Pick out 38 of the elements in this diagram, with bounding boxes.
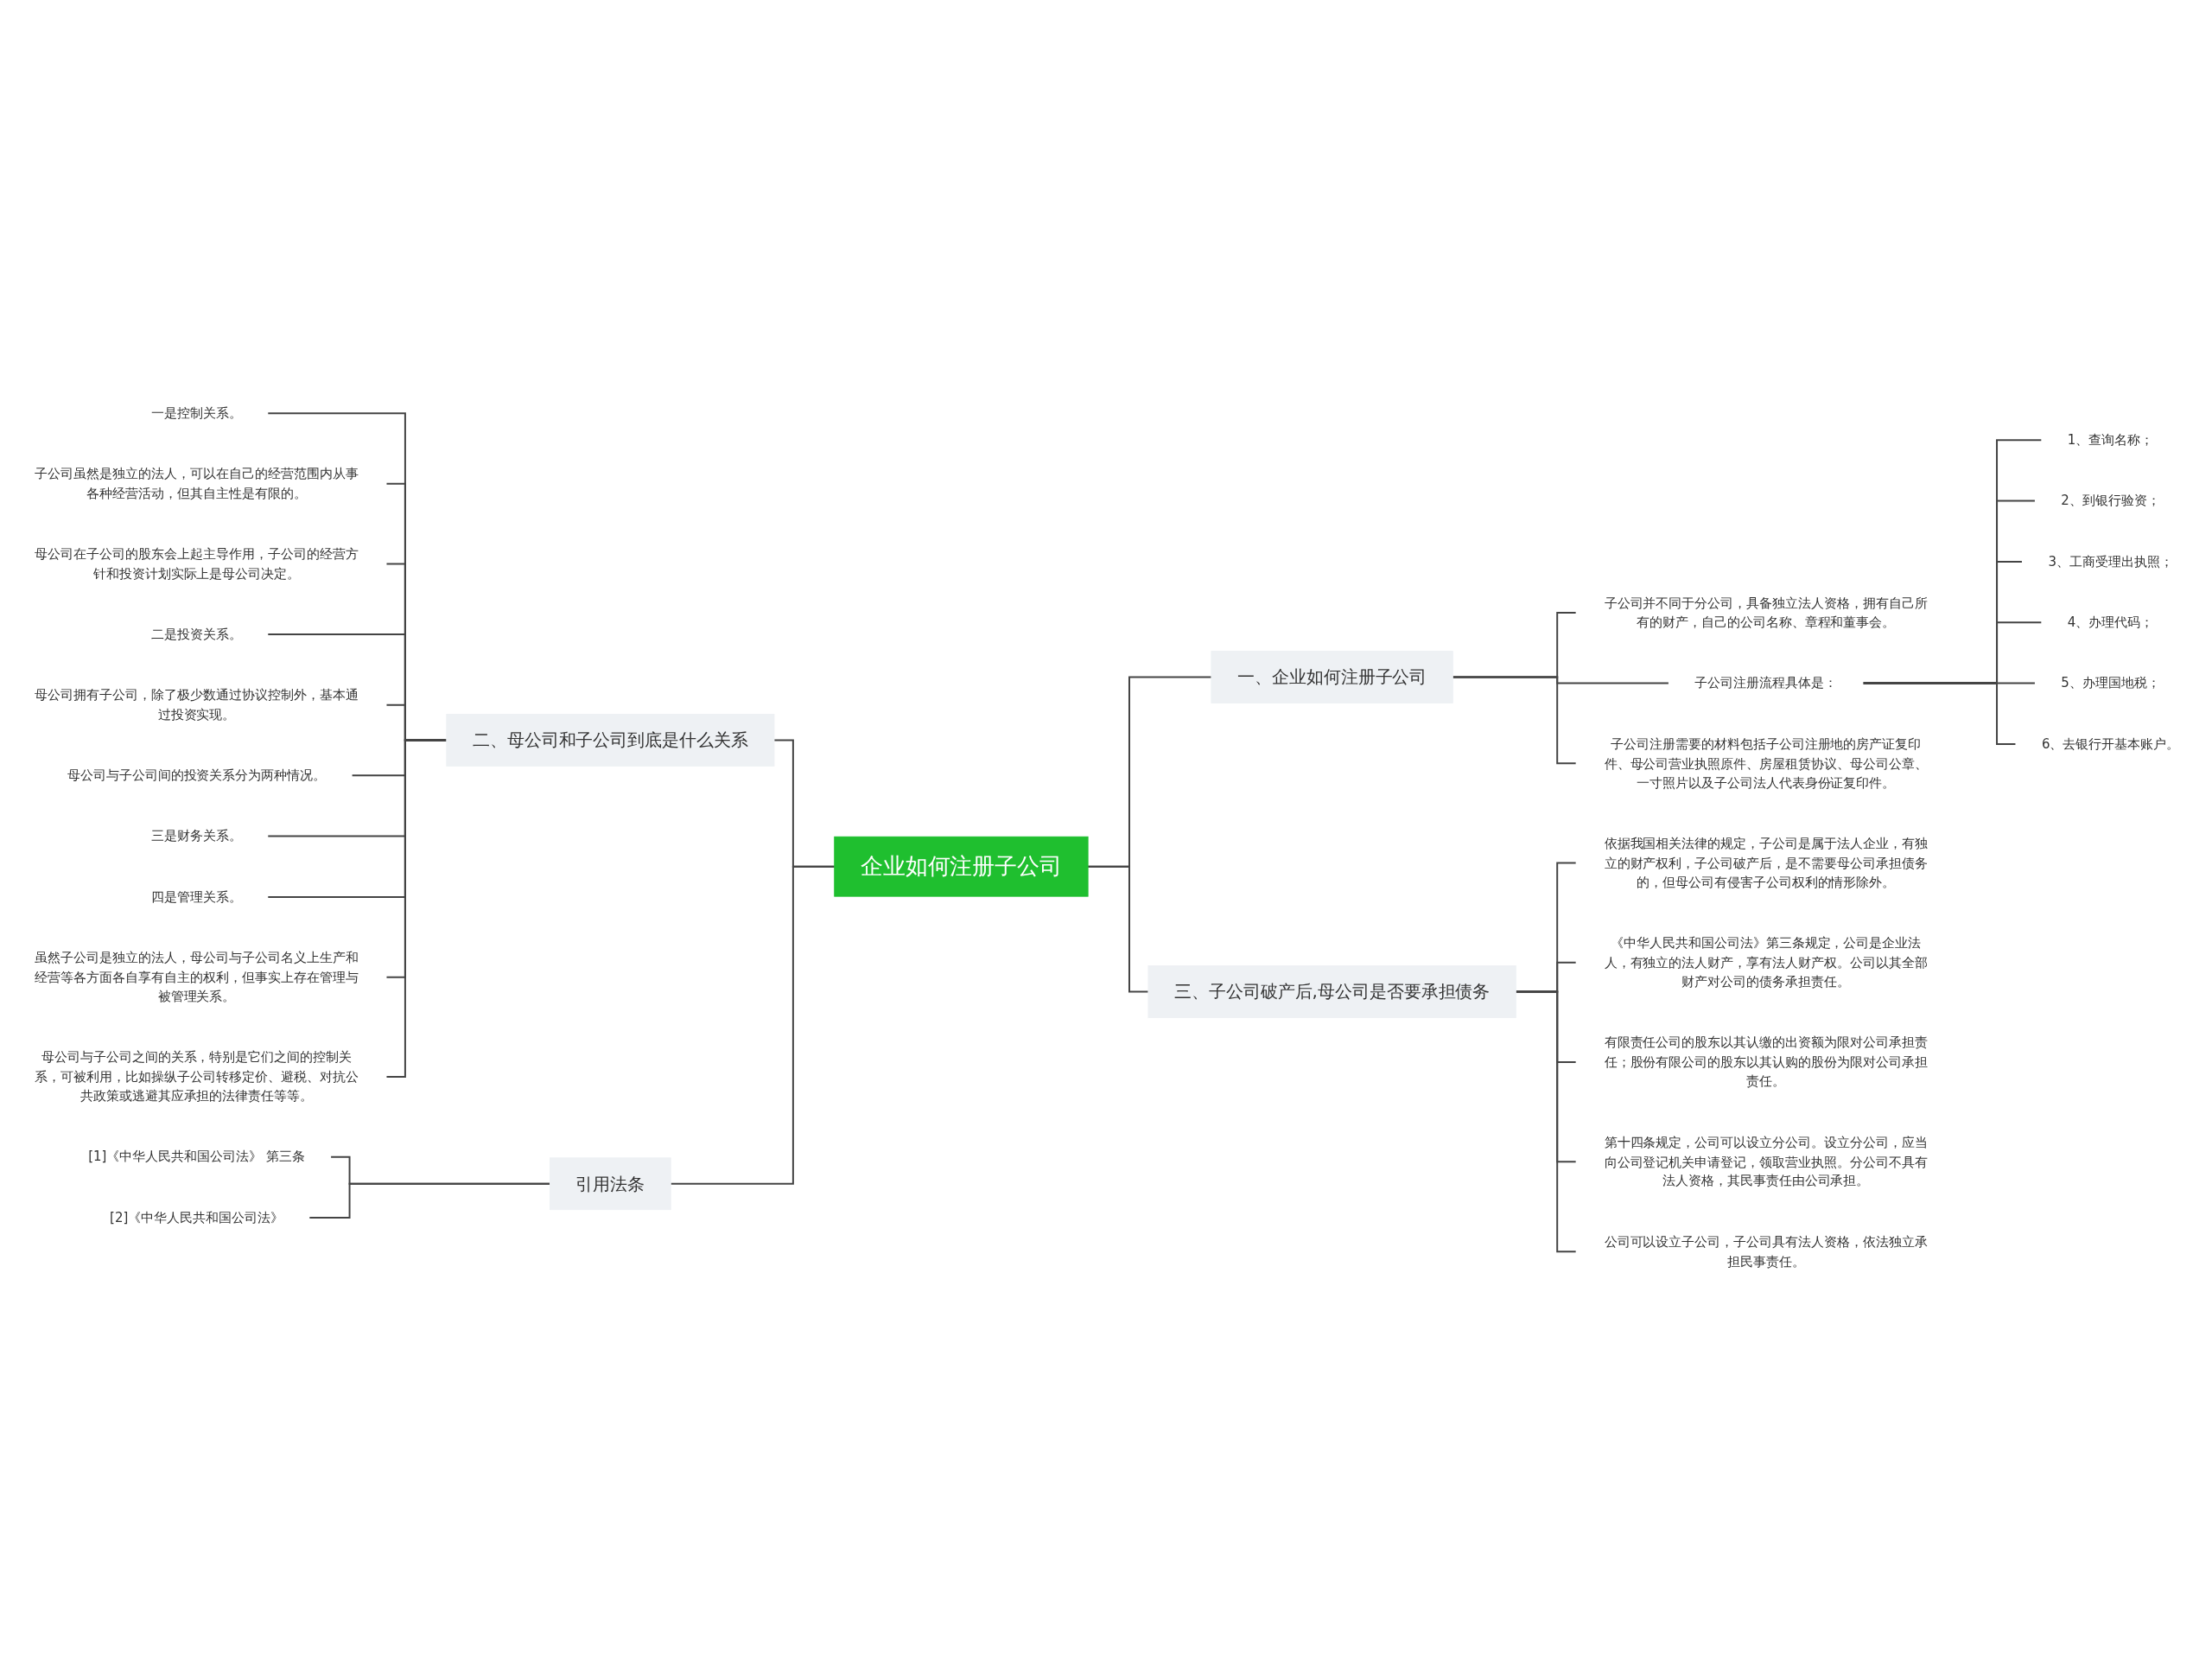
node-text: 依据我国相关法律的规定，子公司是属于法人企业，有独立的财产权利，子公司破产后，是不需要母公司承担债务的，但母公司有侵害子公司权利的情形除外。 xyxy=(1604,835,1928,890)
connector xyxy=(308,1182,551,1219)
node-text: 母公司与子公司间的投资关系分为两种情况。 xyxy=(67,767,327,783)
node-text: 母公司与子公司之间的关系，特别是它们之间的控制关系，可被利用，比如操纵子公司转移定价、避税、对抗公共政策或逃避其应承担的法律责任等等。 xyxy=(35,1048,359,1104)
node-text: 母公司拥有子公司，除了极少数通过协议控制外，基本通过投资实现。 xyxy=(35,686,359,722)
connector xyxy=(670,865,836,1185)
node-text: 1、查询名称； xyxy=(2067,431,2154,448)
node-text: [2]《中华人民共和国公司法》 xyxy=(110,1209,283,1225)
node-text: 2、到银行验资； xyxy=(2061,492,2160,508)
node-text: 三是财务关系。 xyxy=(151,827,242,843)
node-text: 四是管理关系。 xyxy=(151,888,242,905)
node-text: 子公司注册流程具体是： xyxy=(1694,674,1837,691)
node-text: 有限责任公司的股东以其认缴的出资额为限对公司承担责任；股份有限公司的股东以其认购的股份为限对公司承担责任。 xyxy=(1604,1034,1928,1089)
node-text: 第十四条规定，公司可以设立分公司。设立分公司，应当向公司登记机关申请登记，领取营业执照。分公司不具有法人资格，其民事责任由公司承担。 xyxy=(1604,1134,1928,1189)
node-text: 一是控制关系。 xyxy=(151,404,242,421)
node-text: 二是投资关系。 xyxy=(151,626,242,642)
connector xyxy=(385,739,448,1078)
connector xyxy=(1515,990,1578,1252)
connector xyxy=(1861,682,2017,745)
node-text: 5、办理国地税； xyxy=(2061,674,2160,691)
node-box: 二、母公司和子公司到底是什么关系 xyxy=(446,713,775,767)
node-text: 公司可以设立子公司，子公司具有法人资格，依法独立承担民事责任。 xyxy=(1604,1233,1928,1269)
node-box: 企业如何注册子公司 xyxy=(834,836,1089,897)
node-box: 一、企业如何注册子公司 xyxy=(1211,650,1453,703)
node-text: 虽然子公司是独立的法人，母公司与子公司名义上生产和经营等各方面各自享有自主的权利，但事实上存在管理与被管理关系。 xyxy=(35,949,359,1004)
node-text: 子公司注册需要的材料包括子公司注册地的房产证复印件、母公司营业执照原件、房屋租赁协议、母公司公章、一寸照片以及子公司法人代表身份证复印件。 xyxy=(1604,735,1928,791)
node-text: 4、办理代码； xyxy=(2067,614,2154,630)
node-text: 3、工商受理出执照； xyxy=(2048,553,2173,570)
connector xyxy=(1452,676,1578,764)
node-text: 6、去银行开基本账户。 xyxy=(2041,735,2180,752)
node-box: 三、子公司破产后,母公司是否要承担债务 xyxy=(1147,964,1516,1018)
node-box: 引用法条 xyxy=(550,1156,671,1210)
node-text: 《中华人民共和国公司法》第三条规定，公司是企业法人，有独立的法人财产，享有法人财产权。公司以其全部财产对公司的债务承担责任。 xyxy=(1604,934,1928,990)
node-text: 子公司虽然是独立的法人，可以在自己的经营范围内从事各种经营活动，但其自主性是有限的。 xyxy=(35,465,359,501)
node-text: [1]《中华人民共和国公司法》 第三条 xyxy=(88,1149,305,1165)
node-text: 母公司在子公司的股东会上起主导作用，子公司的经营方针和投资计划实际上是母公司决定。 xyxy=(35,545,359,582)
connector xyxy=(1087,865,1149,993)
node-text: 子公司并不同于分公司，具备独立法人资格，拥有自己所有的财产，自己的公司名称、章程和董事会。 xyxy=(1604,595,1928,630)
